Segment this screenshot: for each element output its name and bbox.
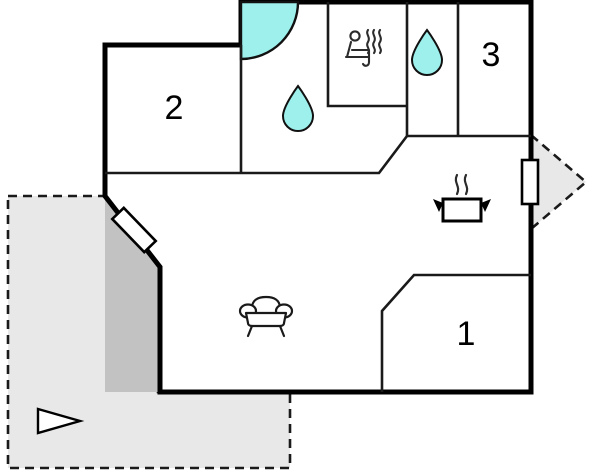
room-label-2: 2 — [165, 89, 184, 127]
entrance-door[interactable] — [110, 206, 158, 254]
sauna-icon — [344, 28, 382, 67]
fixture-icons — [36, 28, 491, 435]
water-drop-icon — [281, 84, 315, 132]
water-drop-icon — [410, 28, 444, 76]
wall-room1 — [380, 273, 531, 392]
view-direction-arrow-icon — [36, 407, 85, 435]
room-labels: 2 3 1 — [165, 36, 501, 353]
wall-bathroom-bottom — [241, 135, 409, 175]
entry-step-area — [105, 196, 160, 392]
room-label-1: 1 — [457, 315, 476, 353]
balcony-outline — [529, 132, 589, 232]
sofa-icon — [238, 295, 294, 338]
outdoor-areas — [6, 132, 589, 470]
wall-sauna-box — [326, 2, 407, 108]
shower-quarter-circle — [239, 0, 300, 61]
openings — [110, 158, 540, 254]
cooking-pot-icon — [433, 173, 491, 223]
room-label-3: 3 — [482, 36, 501, 74]
interior-walls — [105, 2, 531, 392]
balcony-door[interactable] — [520, 158, 540, 206]
